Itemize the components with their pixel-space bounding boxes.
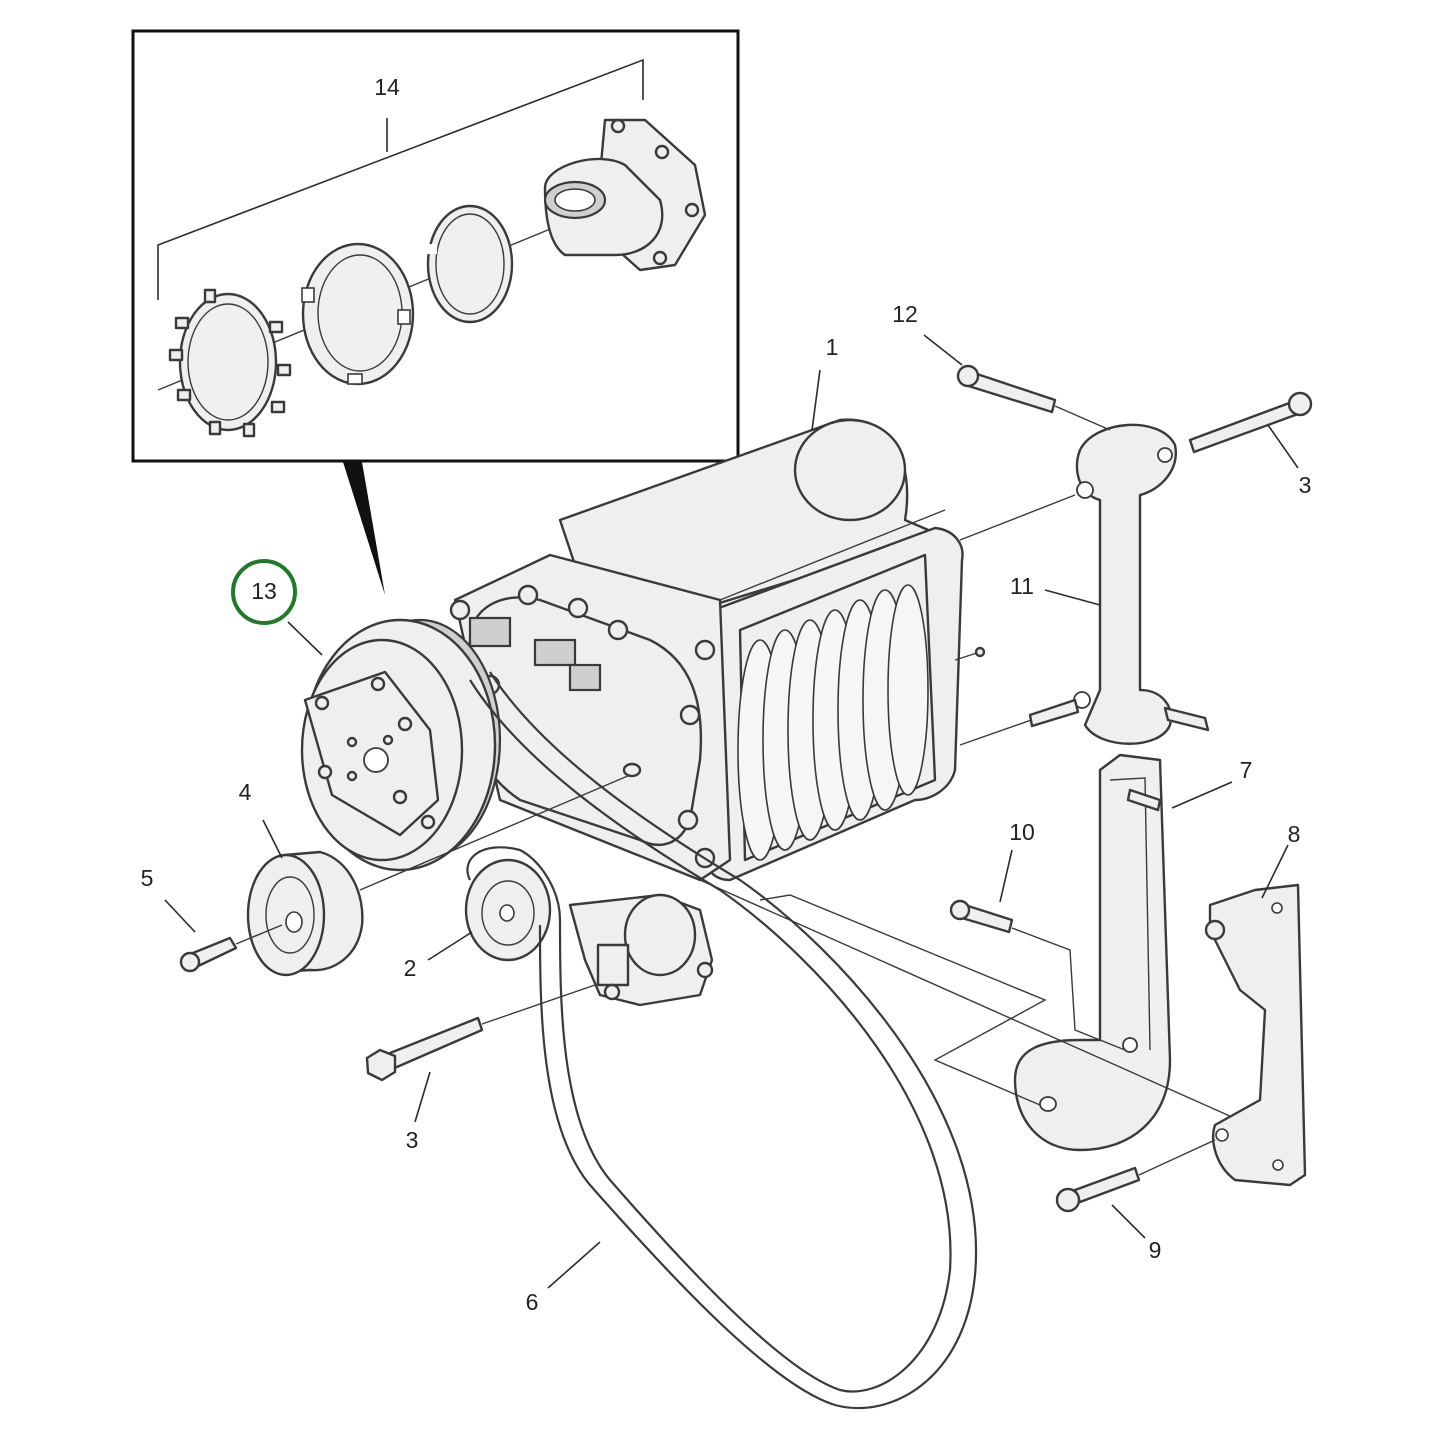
tab-washer [168, 288, 292, 438]
cooling-fins [737, 584, 929, 861]
detail-inset: 14 [131, 29, 740, 595]
callout-6: 6 [526, 1289, 539, 1315]
idler-pulley: 4 [239, 774, 631, 977]
callout-14: 14 [374, 74, 400, 100]
callout-9: 9 [1149, 1237, 1162, 1263]
tensioner-bolt: 3 [365, 984, 596, 1153]
drive-belt: 6 [466, 671, 978, 1410]
callout-3-bottom: 3 [406, 1127, 419, 1153]
slotted-nut [301, 242, 415, 386]
callout-1-leader [811, 369, 821, 431]
belt-tensioner: 2 [404, 858, 714, 1007]
inset-pointer [343, 462, 385, 595]
callout-10: 10 [1009, 819, 1035, 845]
callout-11: 11 [1010, 573, 1034, 599]
supercharger-pulley [287, 618, 502, 872]
lower-bracket-bolt: 10 [949, 819, 1126, 1051]
bearing-housing [543, 118, 707, 272]
callout-12: 12 [892, 301, 918, 327]
plate-bracket: 8 [1204, 821, 1307, 1187]
callout-2: 2 [404, 955, 417, 981]
callout-1: 1 [826, 334, 839, 360]
callout-13-highlight: 13 [231, 559, 297, 625]
callout-14-bracket [157, 58, 644, 300]
idler-bolt: 5 [141, 865, 283, 973]
callout-13: 13 [251, 578, 277, 604]
callout-4: 4 [239, 779, 252, 805]
callout-3-top: 3 [1299, 472, 1312, 498]
plate-bracket-bolt: 9 [1055, 1139, 1216, 1263]
supercharger-body: 1 [449, 334, 986, 882]
callout-8: 8 [1288, 821, 1301, 847]
bracket-bolt-upper-right: 3 [1188, 391, 1313, 498]
callout-5: 5 [141, 865, 154, 891]
snap-ring [425, 204, 514, 324]
bracket-bolt-upper-left: 12 [892, 301, 1111, 431]
rear-support-bracket: 11 [959, 423, 1210, 746]
callout-7: 7 [1240, 757, 1253, 783]
lower-support-bracket: 7 [699, 753, 1253, 1152]
